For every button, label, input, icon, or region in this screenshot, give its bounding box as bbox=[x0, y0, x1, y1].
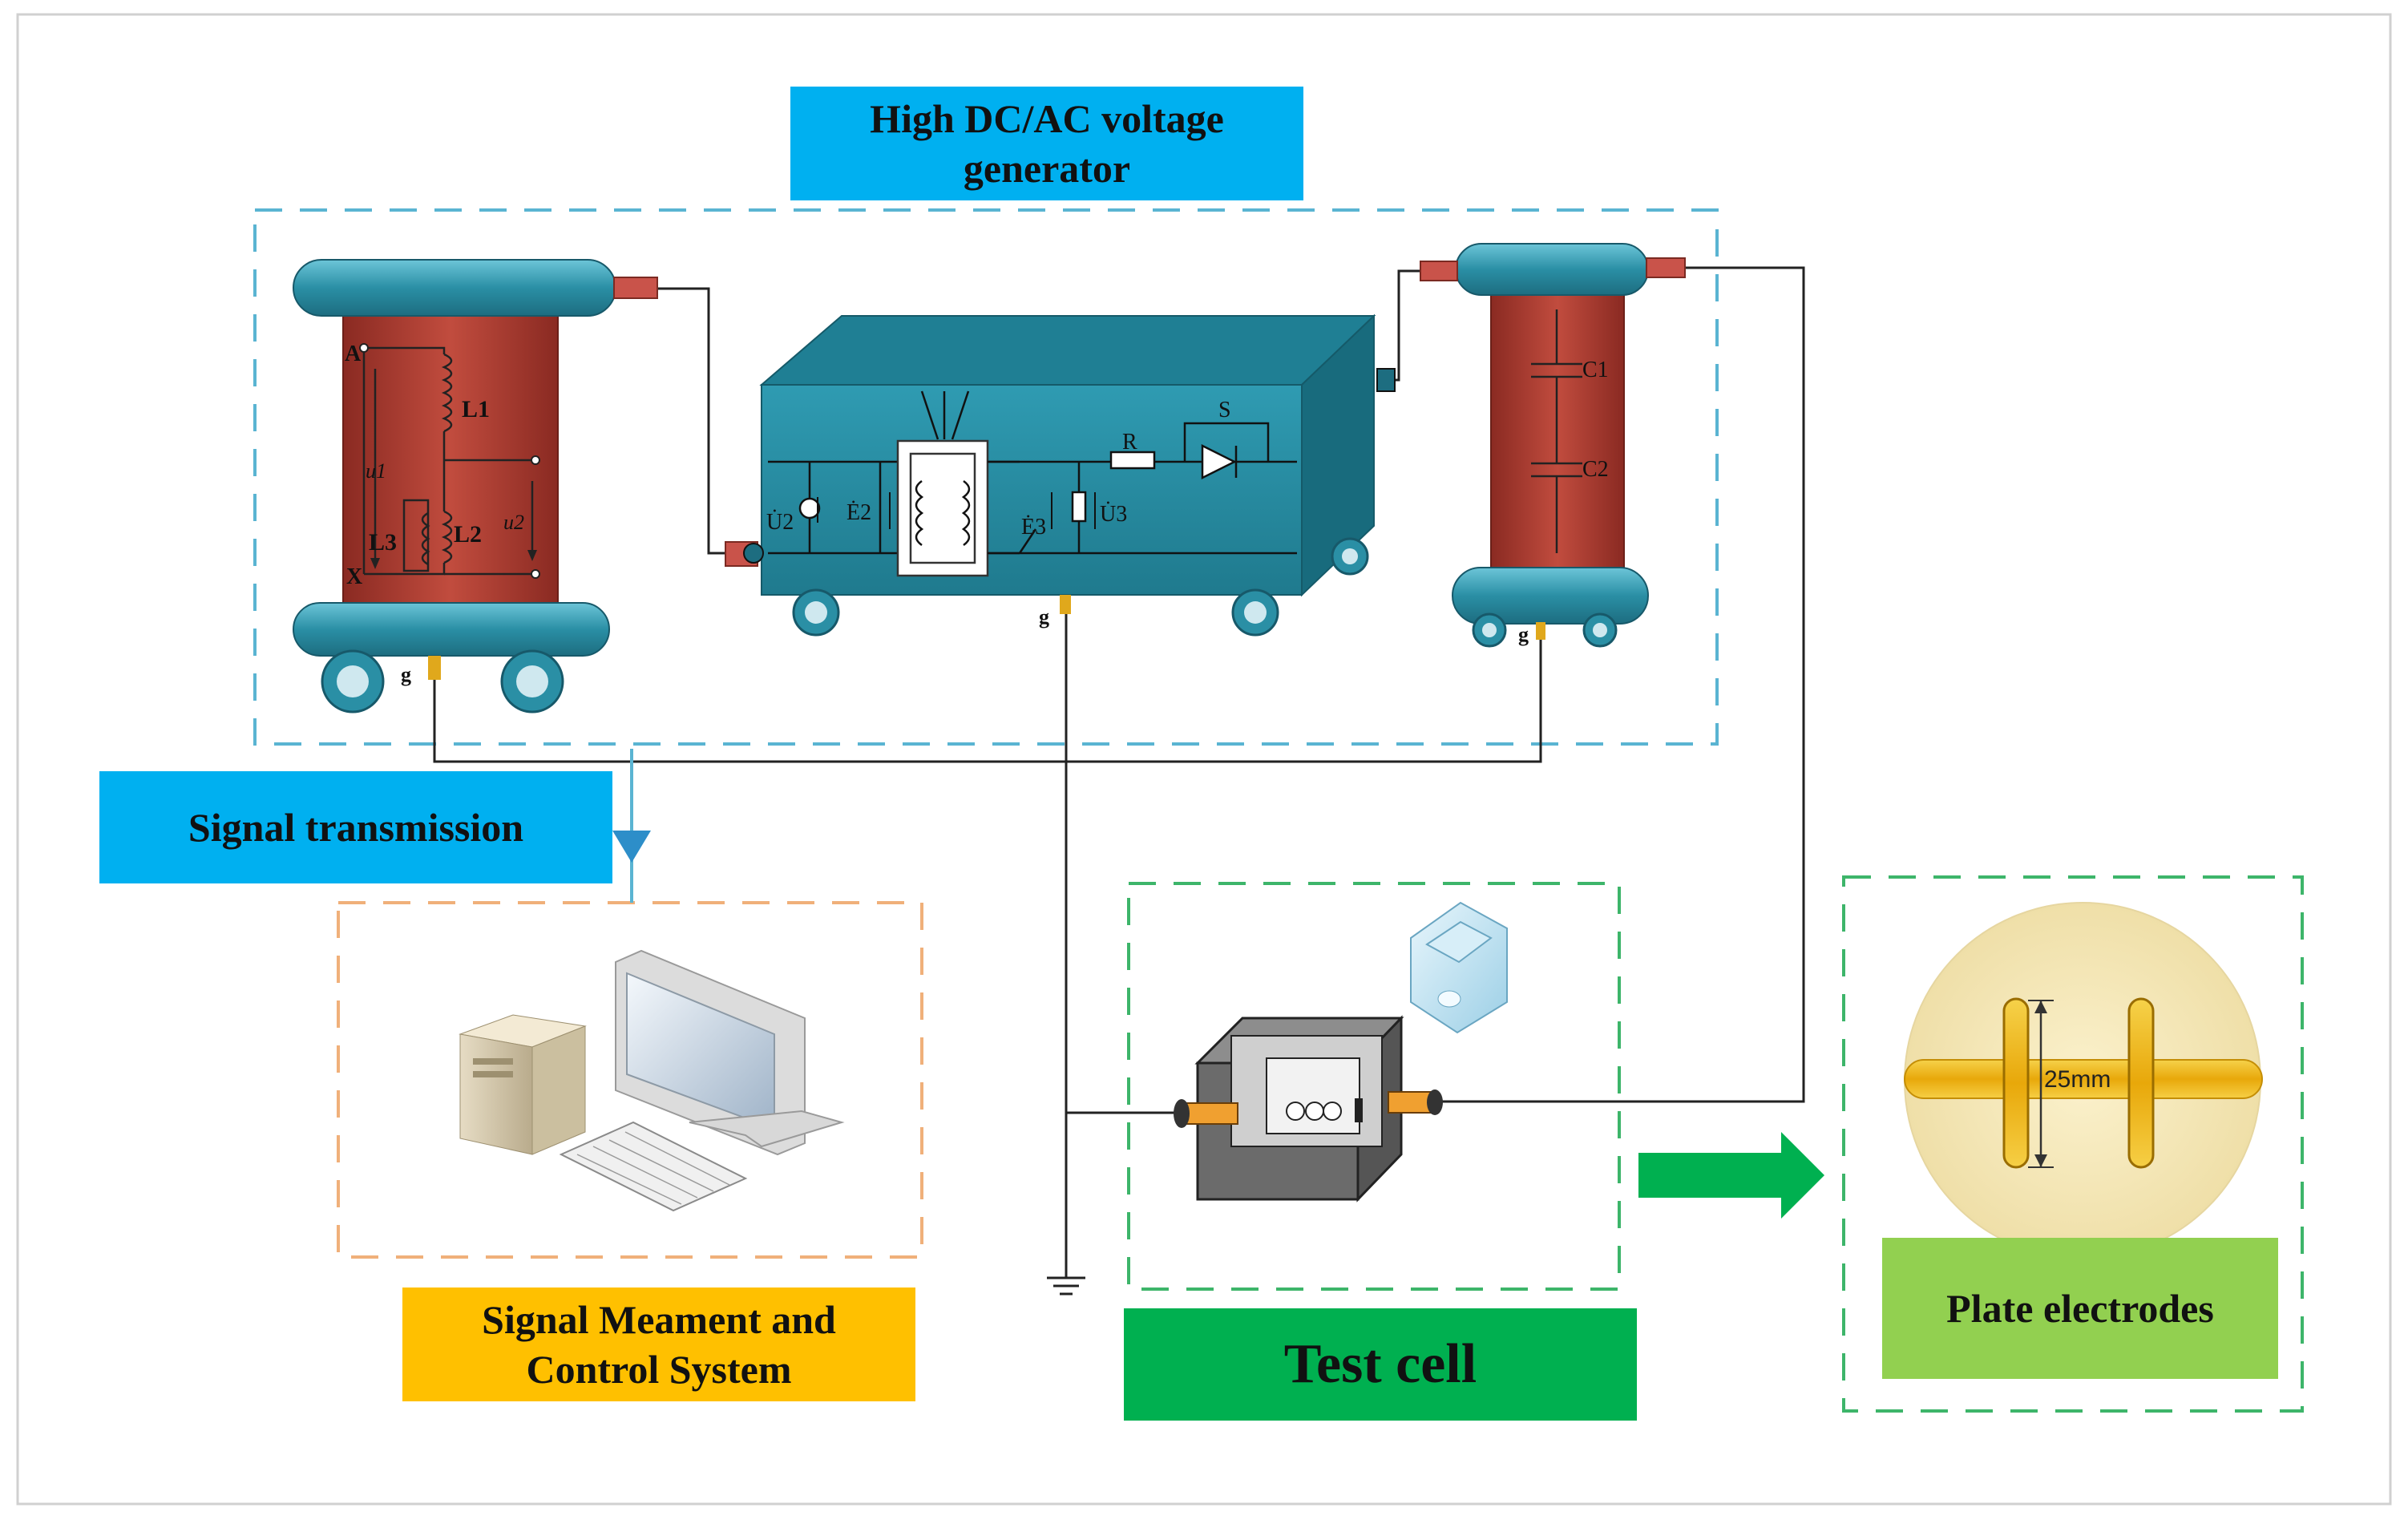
generator-label: High DC/AC voltage generator bbox=[790, 87, 1303, 200]
outer-frame bbox=[16, 13, 2392, 1506]
test-cell-icon bbox=[1174, 1015, 1443, 1203]
capacitor-c1-text: C1 bbox=[1582, 358, 1609, 382]
coil-l3-text: L3 bbox=[369, 529, 397, 556]
measurement-system-label: Signal Meament and Control System bbox=[402, 1288, 915, 1401]
computer-icon bbox=[459, 949, 845, 1212]
earth-ground-icon bbox=[1047, 1276, 1085, 1296]
voltage-u2-text: u2 bbox=[503, 511, 524, 534]
plate-electrode-group-box bbox=[1842, 875, 2304, 1413]
transformer-wheels bbox=[321, 649, 564, 713]
wiring bbox=[433, 266, 1805, 1278]
gap-dimension-text: 25mm bbox=[2044, 1066, 2111, 1093]
transformer-ground-text: g bbox=[401, 663, 411, 686]
terminal-x-text: X bbox=[346, 564, 362, 589]
control-u2-text: U̇2 bbox=[766, 510, 794, 535]
transformer-unit bbox=[293, 259, 658, 713]
control-e3-text: Ė3 bbox=[1021, 515, 1046, 540]
test-cell-group-box bbox=[1127, 882, 1621, 1291]
capacitor-unit bbox=[1420, 243, 1686, 648]
coil-l1-text: L1 bbox=[462, 396, 490, 422]
voltage-u1-text: u1 bbox=[366, 459, 386, 483]
capacitor-ground-text: g bbox=[1518, 623, 1529, 646]
capacitor-c2-text: C2 bbox=[1582, 457, 1609, 482]
plate-electrodes-label: Plate electrodes bbox=[1882, 1238, 2278, 1379]
resistor-r-text: R bbox=[1122, 430, 1137, 455]
signal-transmission-label: Signal transmission bbox=[99, 771, 612, 883]
switch-s-text: S bbox=[1218, 398, 1231, 422]
green-arrow-icon bbox=[1638, 1132, 1824, 1219]
generator-group-box bbox=[253, 208, 1719, 746]
terminal-a-text: A bbox=[345, 342, 362, 366]
control-e2-text: Ė2 bbox=[846, 500, 871, 525]
plate-electrodes-icon bbox=[1904, 902, 2263, 1259]
test-cell-label: Test cell bbox=[1124, 1308, 1637, 1421]
control-ground-text: g bbox=[1039, 605, 1049, 629]
signal-down-arrow bbox=[612, 749, 651, 903]
cuvette-icon bbox=[1410, 901, 1508, 1034]
control-box-unit bbox=[725, 313, 1396, 637]
coil-l2-text: L2 bbox=[454, 521, 482, 548]
control-u3-text: U̇3 bbox=[1100, 502, 1127, 527]
